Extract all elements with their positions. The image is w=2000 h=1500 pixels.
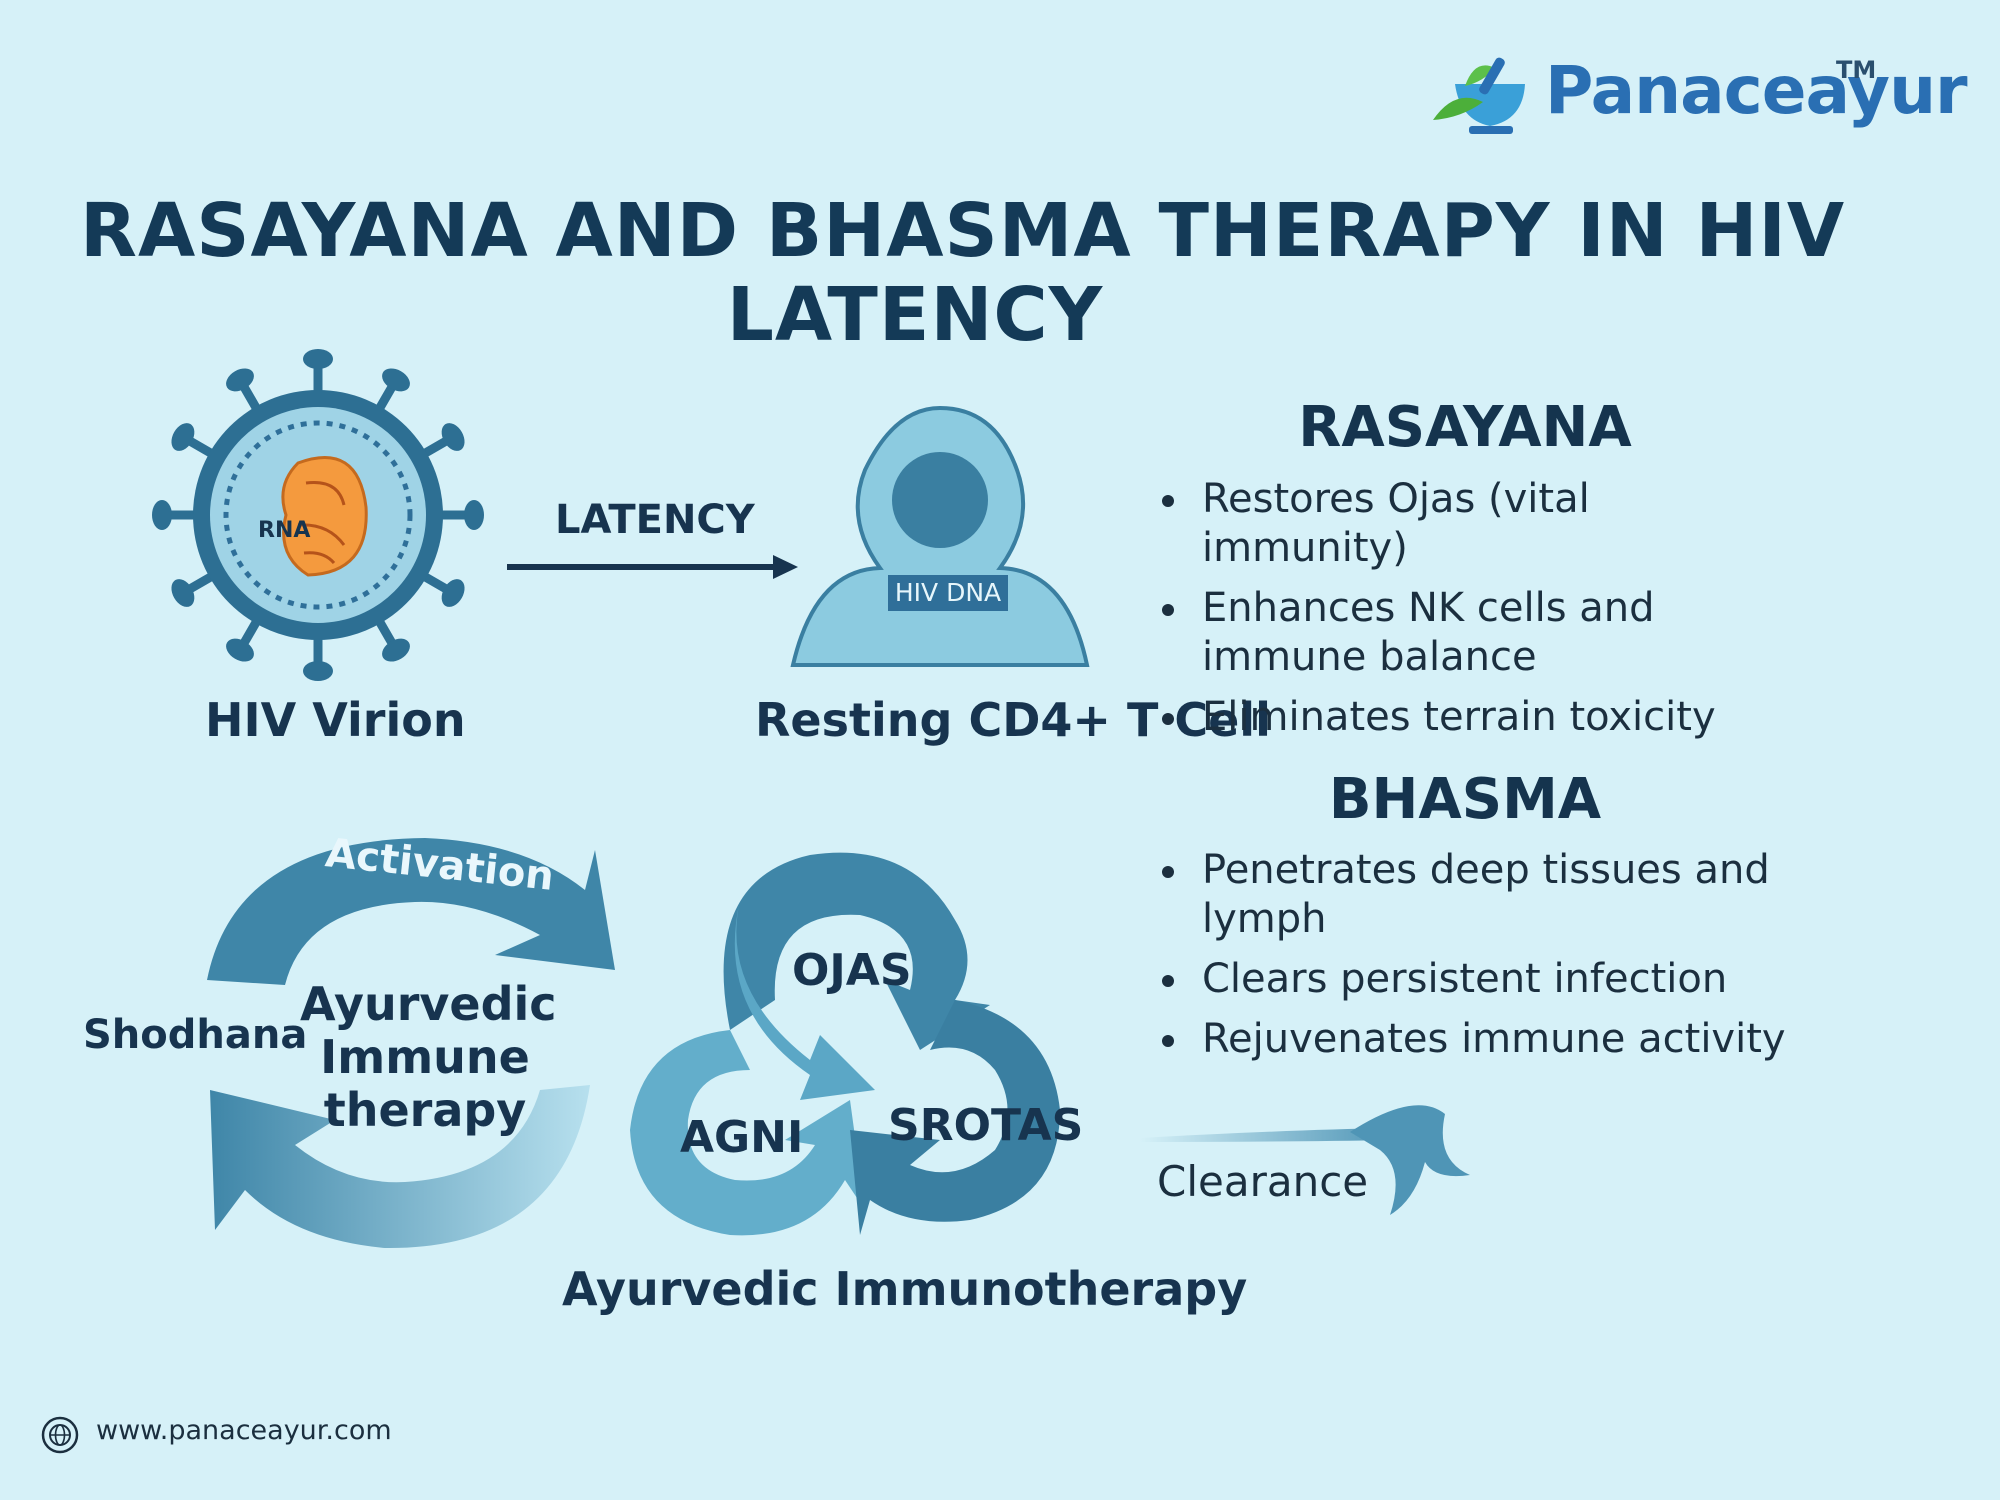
page-title-line1: RASAYANA AND BHASMA THERAPY IN HIV — [80, 188, 1846, 274]
virion-spike-knob — [382, 368, 410, 392]
bhasma-point: Clears persistent infection — [1160, 955, 1800, 1004]
hiv-virion-caption: HIV Virion — [205, 693, 466, 747]
brand-name: Panaceayur — [1545, 52, 1968, 129]
hiv-virion-icon — [152, 349, 484, 681]
srotas-label: SROTAS — [888, 1100, 1084, 1151]
virion-spike-knob — [152, 500, 172, 530]
t-cell-icon — [790, 405, 1090, 667]
logo-mortar-icon — [1433, 57, 1525, 134]
rasayana-point: Eliminates terrain toxicity — [1160, 693, 1800, 742]
agni-label: AGNI — [680, 1112, 804, 1163]
trio-cycle-icon — [630, 852, 1060, 1236]
website-link[interactable]: www.panaceayur.com — [96, 1415, 392, 1446]
bhasma-point: Penetrates deep tissues and lymph — [1160, 846, 1800, 944]
virion-spike-knob — [441, 423, 465, 451]
clearance-label: Clearance — [1157, 1157, 1369, 1206]
virion-spike-knob — [303, 349, 333, 369]
globe-icon — [41, 1416, 79, 1454]
rasayana-point: Restores Ojas (vital immunity) — [1160, 475, 1800, 573]
cycle-center-line: Ayurvedic — [300, 977, 557, 1031]
clearance-arrow-icon — [1140, 1105, 1470, 1215]
bhasma-list: Penetrates deep tissues and lymph Clears… — [1160, 846, 1800, 1075]
shodhana-label: Shodhana — [83, 1012, 308, 1058]
trio-caption: Ayurvedic Immunotherapy — [562, 1262, 1248, 1316]
latency-arrow-icon — [507, 555, 798, 579]
activation-cycle-icon — [207, 838, 615, 1249]
virion-spike-knob — [441, 579, 465, 607]
cycle-center-line: Immune — [320, 1030, 530, 1084]
virion-spike-knob — [226, 638, 254, 662]
trademark-mark: TM — [1836, 56, 1877, 84]
ojas-label: OJAS — [792, 945, 912, 996]
bhasma-heading: BHASMA — [1328, 767, 1602, 832]
virion-spike-knob — [382, 638, 410, 662]
bhasma-point: Rejuvenates immune activity — [1160, 1015, 1800, 1064]
t-cell-caption: Resting CD4+ T Cell — [755, 693, 1271, 747]
virion-spike-knob — [226, 368, 254, 392]
cycle-center-line: therapy — [323, 1083, 527, 1137]
rasayana-list: Restores Ojas (vital immunity) Enhances … — [1160, 475, 1800, 753]
virion-spike-knob — [171, 423, 195, 451]
cycle-center-label: Ayurvedic Immune therapy — [300, 977, 557, 1137]
rna-label: RNA — [258, 518, 311, 543]
latency-label: LATENCY — [555, 497, 755, 543]
rasayana-heading: RASAYANA — [1298, 395, 1632, 460]
page-title-line2: LATENCY — [726, 272, 1104, 358]
rasayana-point: Enhances NK cells and immune balance — [1160, 584, 1800, 682]
virion-spike-knob — [464, 500, 484, 530]
hiv-dna-label: HIV DNA — [888, 575, 1008, 611]
virion-spike-knob — [303, 661, 333, 681]
virion-spike-knob — [171, 579, 195, 607]
